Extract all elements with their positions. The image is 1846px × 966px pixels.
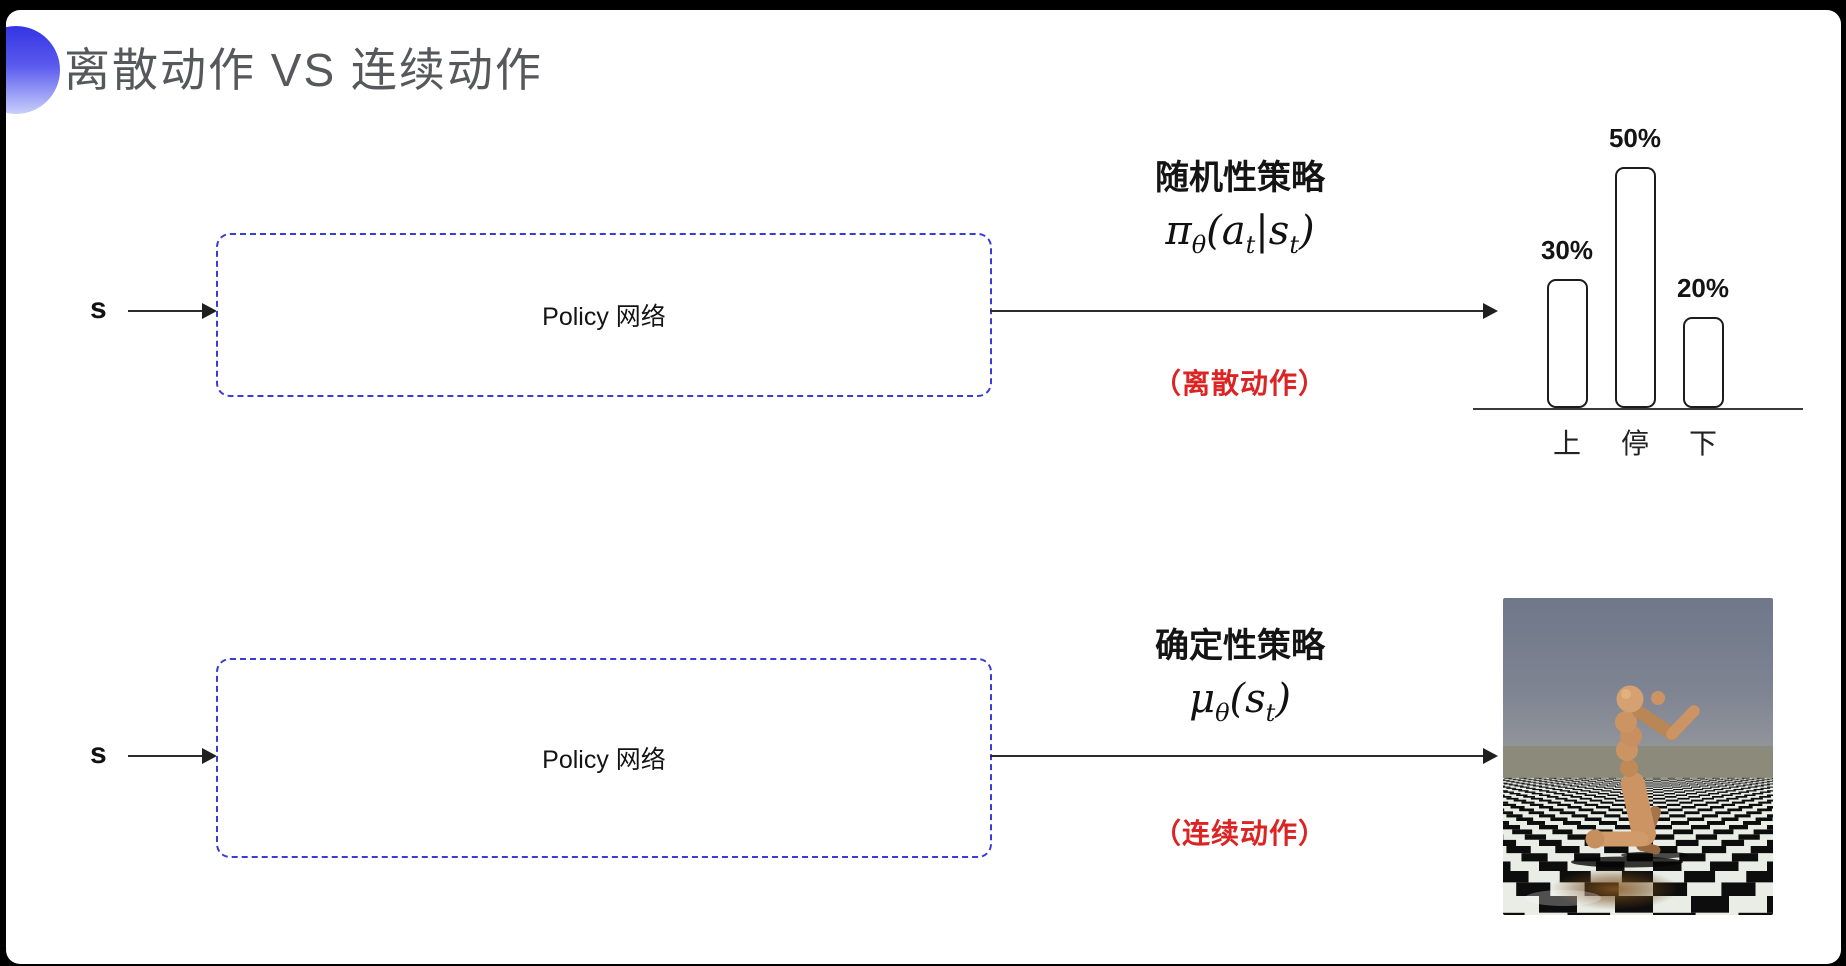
top-input-arrowhead-icon [202, 303, 217, 319]
page-title: 离散动作 VS 连续动作 [64, 44, 543, 96]
top-output-arrowhead-icon [1483, 303, 1498, 319]
sim-sky [1503, 598, 1773, 748]
bottom-action-note: （连续动作） [1152, 818, 1327, 849]
bar-value-label: 30% [1540, 235, 1594, 265]
bottom-policy-network-box: Policy 网络 [216, 658, 992, 858]
bottom-policy-type: 确定性策略 [1155, 627, 1325, 665]
bar-category-label: 停 [1620, 428, 1649, 459]
probability-bar [1546, 279, 1588, 408]
top-input-label: s [90, 292, 107, 325]
top-policy-network-box: Policy 网络 [216, 233, 992, 397]
bar-value-label: 20% [1676, 273, 1730, 303]
bottom-input-arrow-line [128, 755, 204, 757]
slide: 离散动作 VS 连续动作 s Policy 网络 随机性策略 πθ(at|st)… [6, 10, 1841, 964]
formula-mu-theta: μθ(st) [1189, 676, 1291, 727]
bottom-policy-formula: μθ(st) [1090, 676, 1390, 727]
probability-bar-chart: 30% 上 50% 停 20% 下 [1473, 100, 1813, 470]
accent-circle-icon [6, 26, 60, 114]
chart-baseline [1473, 408, 1803, 410]
bottom-policy-box-label: Policy 网络 [542, 746, 666, 774]
bar-value-label: 50% [1608, 123, 1662, 153]
probability-bar [1682, 317, 1724, 408]
top-policy-formula: πθ(at|st) [1090, 208, 1390, 259]
bottom-input-arrowhead-icon [202, 748, 217, 764]
bar-category-label: 下 [1688, 428, 1717, 459]
top-output-arrow-line [990, 310, 1485, 312]
probability-bar [1614, 167, 1656, 408]
bar-category-label: 上 [1552, 428, 1581, 459]
top-policy-type: 随机性策略 [1155, 159, 1325, 197]
top-action-note: （离散动作） [1152, 368, 1327, 399]
formula-pi-theta: πθ(at|st) [1165, 208, 1315, 259]
bottom-input-label: s [90, 737, 107, 770]
top-input-arrow-line [128, 310, 204, 312]
top-policy-box-label: Policy 网络 [542, 303, 666, 331]
bottom-output-arrow-line [990, 755, 1485, 757]
humanoid-figure [1525, 685, 1700, 910]
bottom-output-arrowhead-icon [1483, 748, 1498, 764]
humanoid-simulation-image [1503, 598, 1773, 915]
